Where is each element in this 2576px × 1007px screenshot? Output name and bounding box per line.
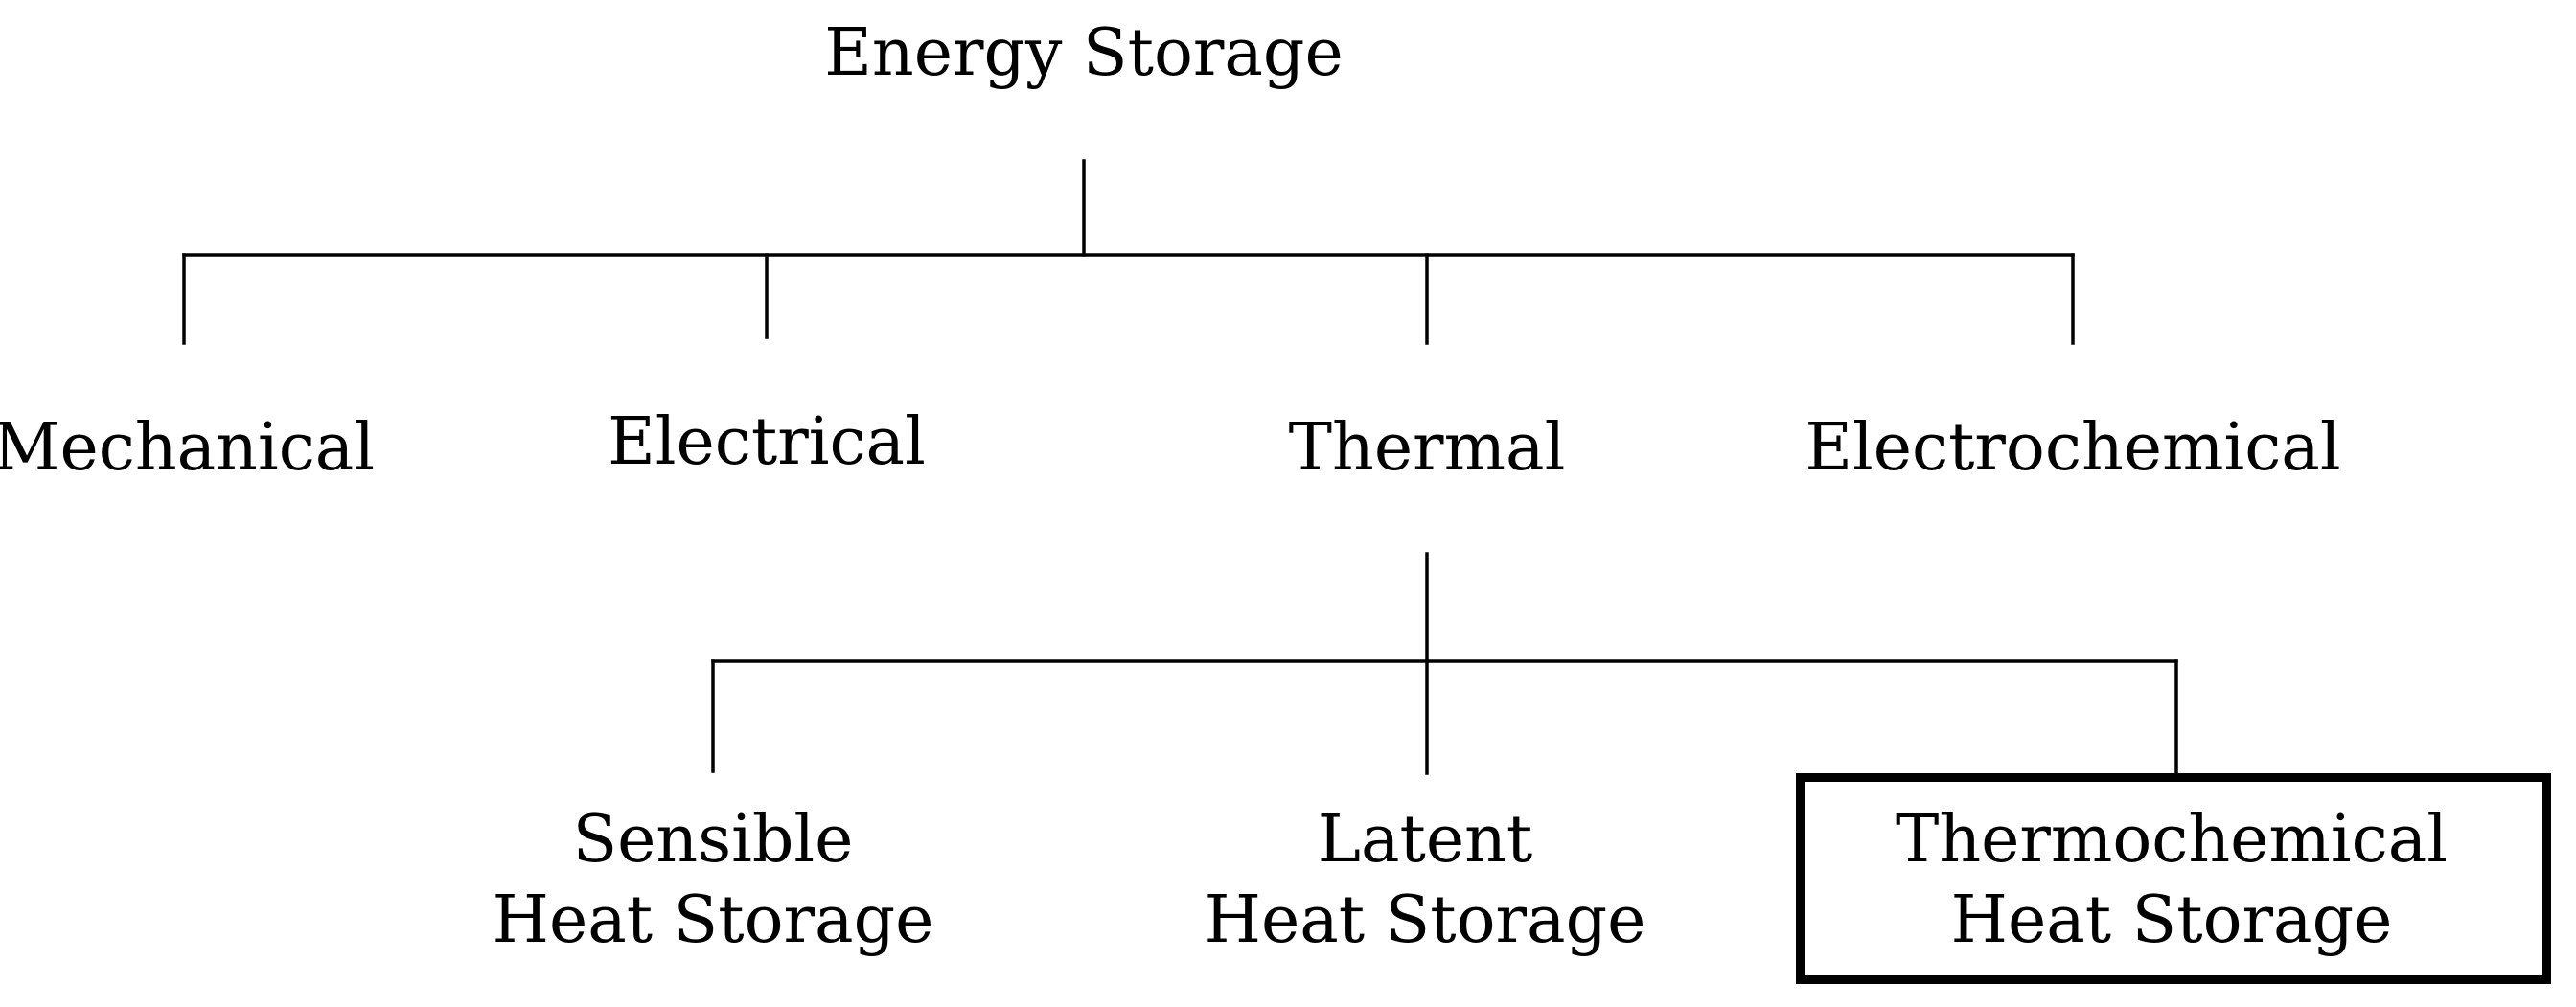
category-node-mechanical: Mechanical — [0, 408, 375, 489]
category-label: Mechanical — [0, 410, 376, 486]
category-label: Electrical — [608, 404, 926, 480]
category-node-electrical: Electrical — [608, 402, 926, 483]
subtype-node-latent-heat-storage: Latent Heat Storage — [1205, 800, 1646, 961]
category-node-thermal: Thermal — [1289, 408, 1566, 489]
subtype-label-line2: Heat Storage — [492, 882, 934, 958]
root-node-energy-storage: Energy Storage — [824, 13, 1343, 94]
subtype-label-line2: Heat Storage — [1204, 882, 1646, 958]
subtype-label-line1: Sensible — [572, 802, 854, 878]
subtype-label-line2: Heat Storage — [1950, 882, 2393, 958]
root-label: Energy Storage — [824, 15, 1344, 91]
subtype-node-thermochemical-heat-storage: Thermochemical Heat Storage — [1896, 800, 2448, 961]
subtype-label-line1: Latent — [1317, 802, 1533, 878]
subtype-node-sensible-heat-storage: Sensible Heat Storage — [493, 800, 934, 961]
category-label: Thermal — [1288, 410, 1566, 486]
subtype-label-line1: Thermochemical — [1895, 802, 2449, 878]
thermochemical-highlight-box — [1796, 773, 2551, 984]
category-node-electrochemical: Electrochemical — [1805, 408, 2340, 489]
category-label: Electrochemical — [1805, 410, 2341, 486]
